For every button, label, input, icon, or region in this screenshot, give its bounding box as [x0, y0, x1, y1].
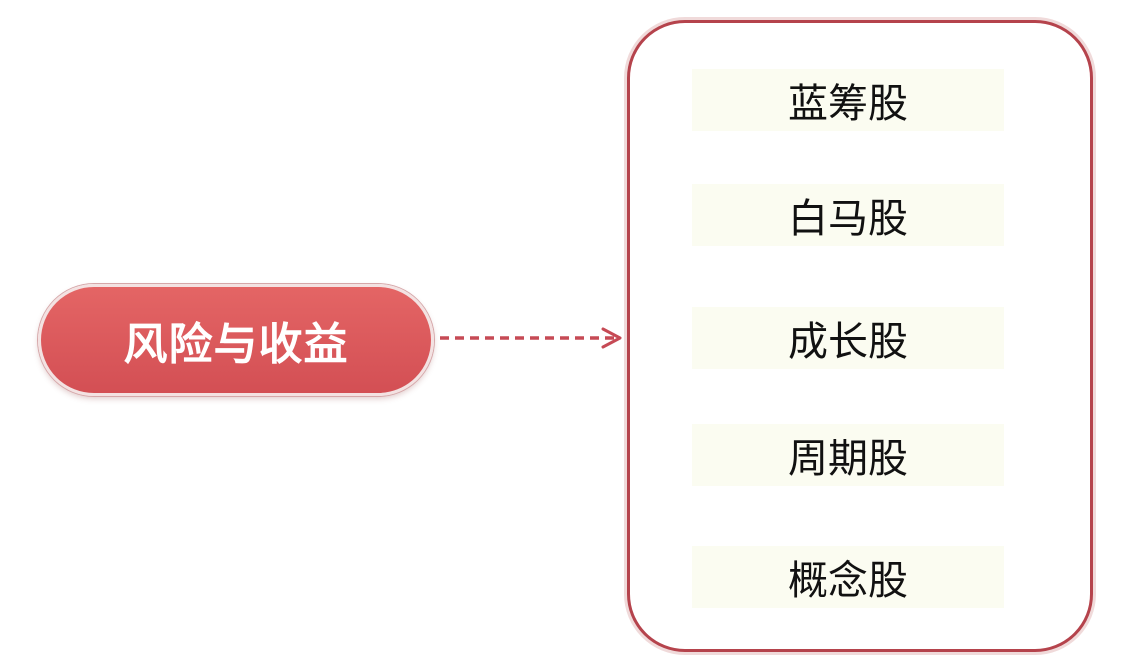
source-node-label: 风险与收益 — [123, 319, 349, 370]
arrow-head-icon — [601, 327, 622, 349]
stock-type-item[interactable]: 成长股 — [692, 307, 1004, 369]
stock-type-item[interactable]: 概念股 — [692, 546, 1004, 608]
source-node[interactable]: 风险与收益 — [38, 284, 434, 396]
stock-type-label: 成长股 — [788, 319, 908, 365]
stock-type-item[interactable]: 周期股 — [692, 424, 1004, 486]
stock-type-label: 概念股 — [788, 558, 908, 604]
stock-type-item[interactable]: 蓝筹股 — [692, 69, 1004, 131]
stock-type-label: 白马股 — [788, 196, 908, 242]
stock-type-item[interactable]: 白马股 — [692, 184, 1004, 246]
stock-type-label: 周期股 — [788, 436, 908, 482]
stock-type-label: 蓝筹股 — [788, 81, 908, 127]
